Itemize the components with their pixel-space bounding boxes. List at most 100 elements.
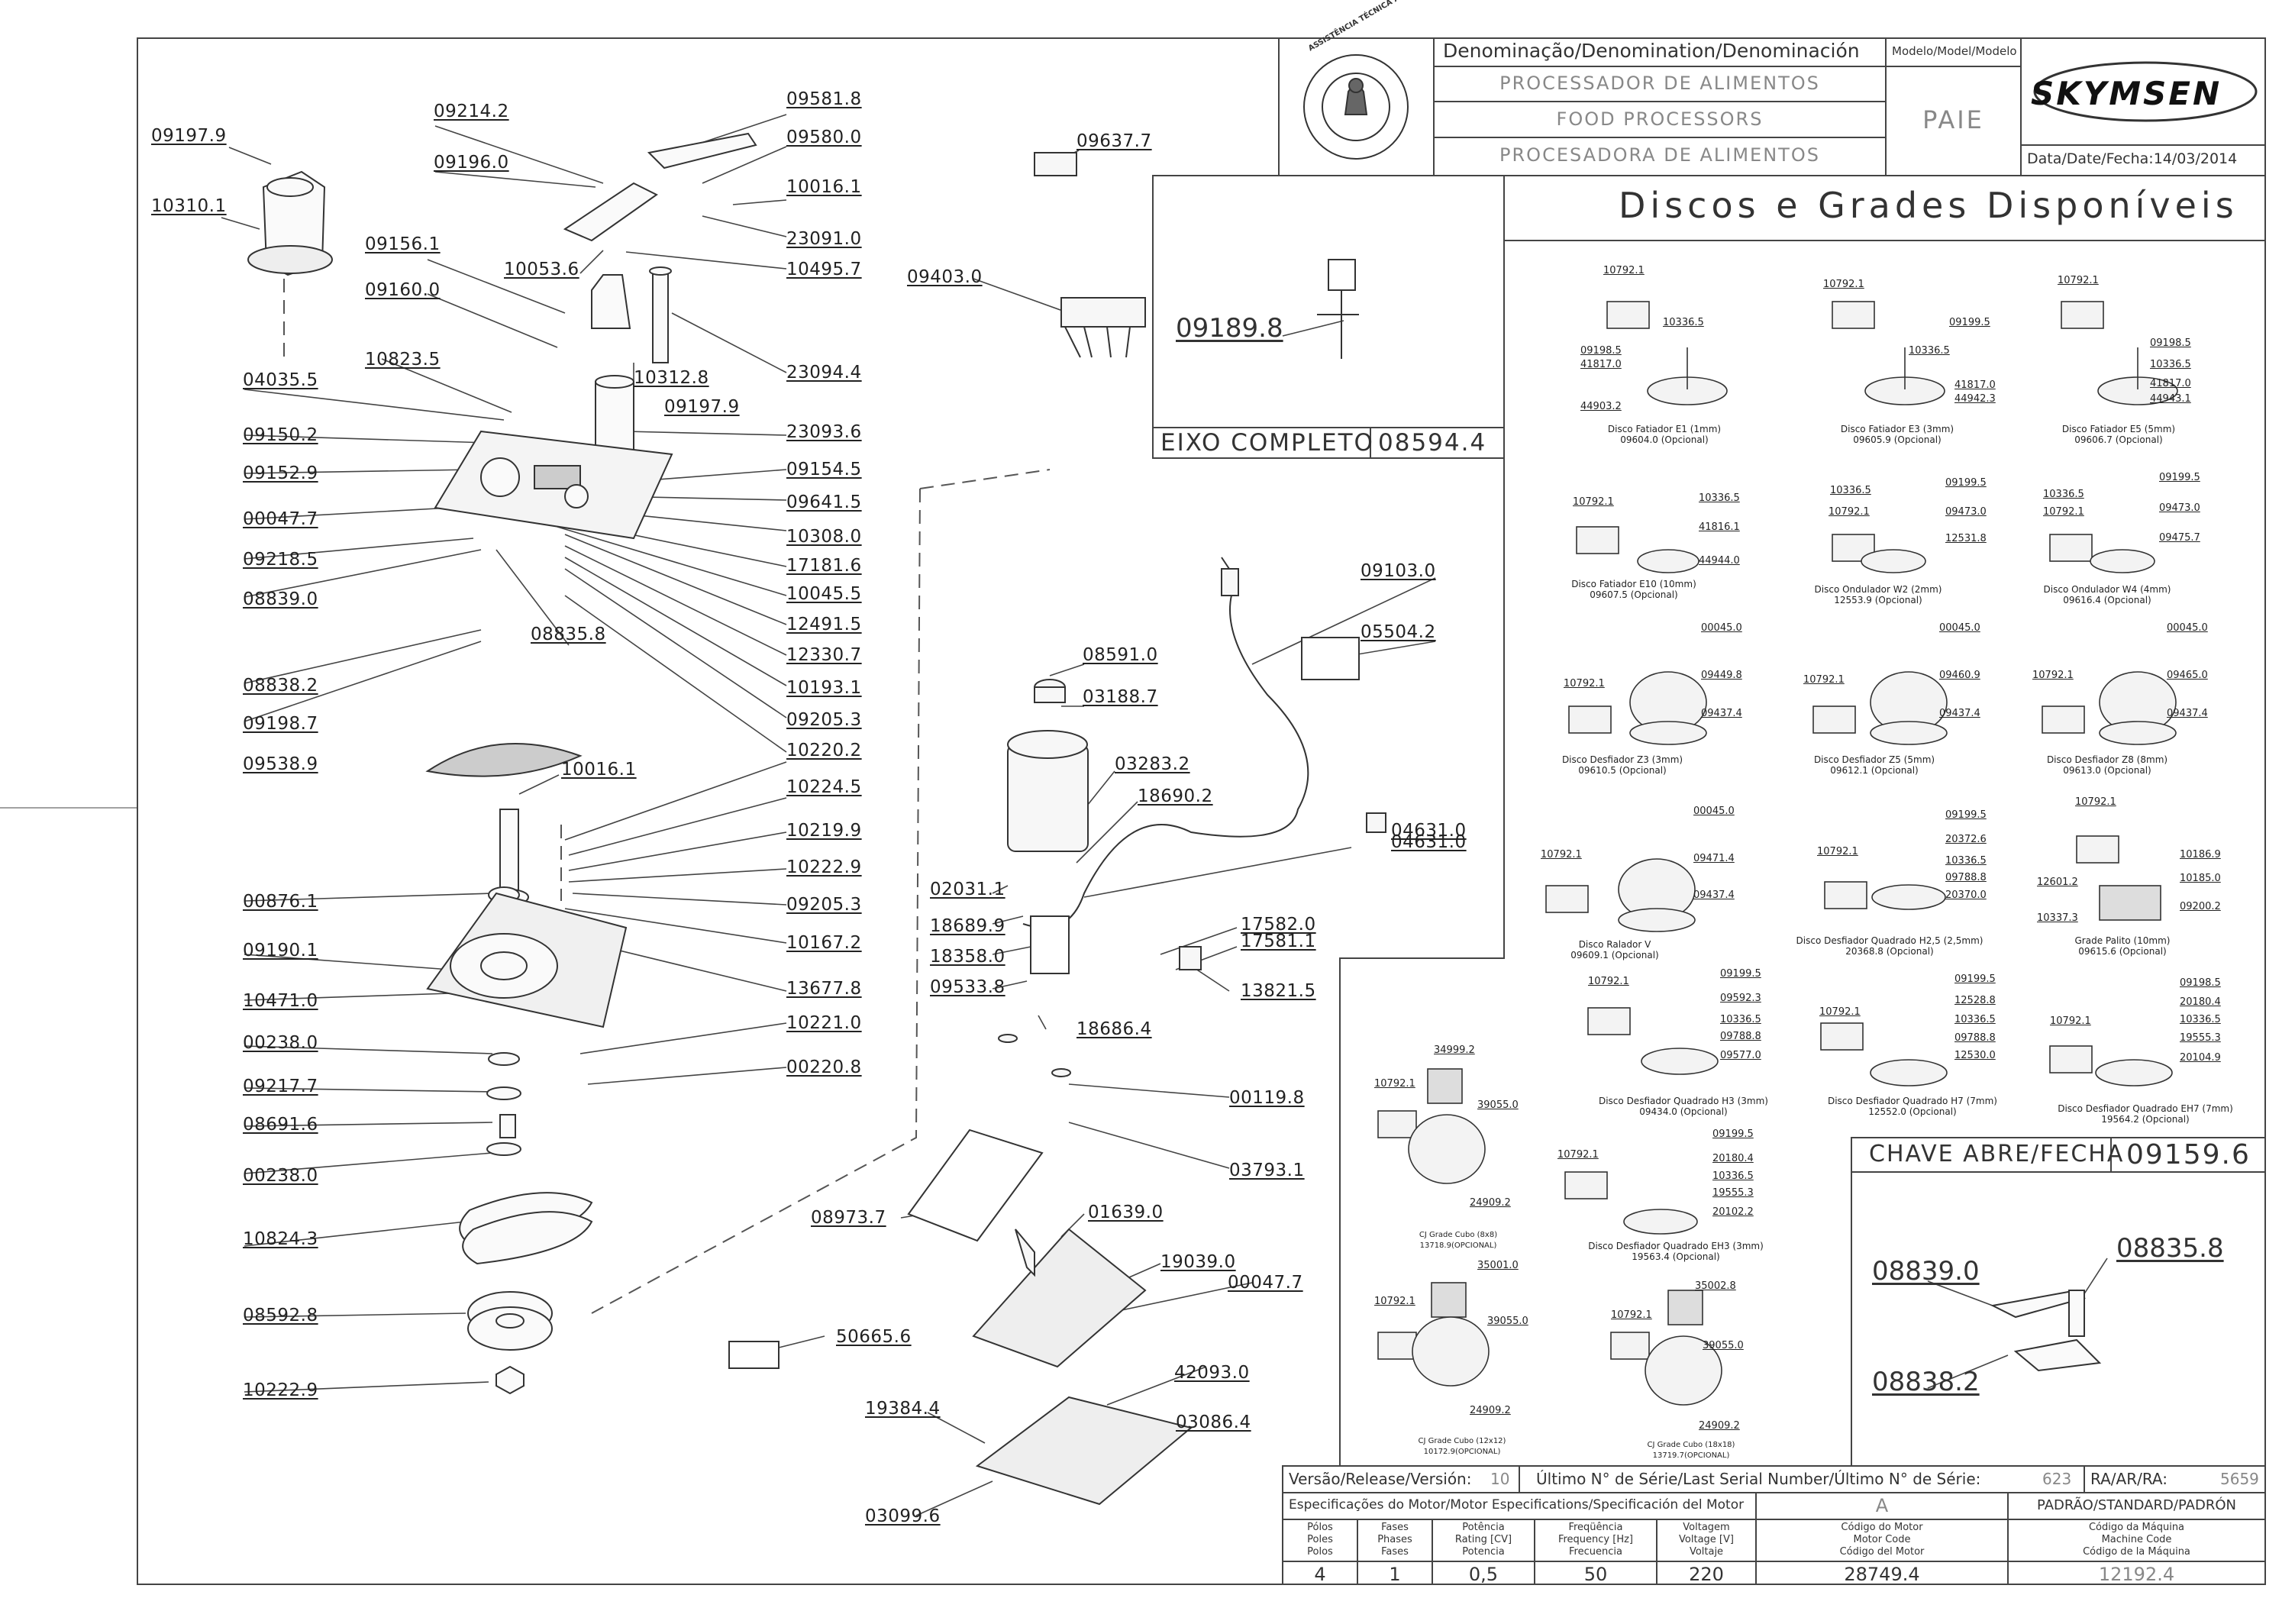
part-label: 08691.6 (243, 1115, 318, 1135)
motor-col-header: Pólos (1307, 1522, 1333, 1533)
part-label: 23093.6 (786, 422, 862, 442)
part-label: 09214.2 (434, 102, 509, 121)
part-label: 09205.3 (786, 710, 862, 730)
disc-code: 09607.5 (Opcional) (1590, 589, 1678, 600)
part-label: 04631.0 (1391, 832, 1467, 852)
disc-part-label: 09199.5 (2159, 472, 2200, 483)
part-label: 10221.0 (786, 1013, 862, 1033)
part-label: 08973.7 (811, 1208, 886, 1228)
disc-part-label: 44903.2 (1580, 401, 1622, 412)
model-value: PAIE (1922, 105, 1984, 134)
part-label: 09403.0 (907, 267, 983, 287)
discs-title: Discos e Grades Disponíveis (1619, 185, 2239, 226)
disc-part-label: 10792.1 (1374, 1296, 1415, 1307)
disc-part-label: 10792.1 (2058, 275, 2099, 286)
disc-part-label: 09465.0 (2167, 670, 2208, 681)
disc-code: 09613.0 (Opcional) (2063, 765, 2151, 776)
name-es: PROCESADORA DE ALIMENTOS (1499, 144, 1820, 166)
motor-col-header: Fases (1381, 1546, 1409, 1558)
disc-part-label: 10337.3 (2037, 912, 2078, 924)
part-label: 09205.3 (786, 895, 862, 915)
disc-part-label: 10336.5 (1945, 855, 1987, 867)
part-label: 10312.8 (634, 368, 709, 388)
disc-part-label: 09473.0 (1945, 506, 1987, 518)
disc-part-label: 39055.0 (1477, 1099, 1519, 1111)
part-label: 23094.4 (786, 363, 862, 383)
disc-part-label: 10792.1 (1817, 846, 1858, 857)
disc-part-label: 09198.5 (2180, 977, 2221, 989)
version-label: Versão/Release/Versión: (1289, 1470, 1472, 1488)
disc-code: 09612.1 (Opcional) (1830, 765, 1919, 776)
disc-drawings (1377, 301, 2178, 1406)
part-label: 03099.6 (865, 1506, 941, 1526)
disc-part-label: 09788.8 (1720, 1031, 1761, 1042)
part-label: 09581.8 (786, 89, 862, 109)
serial-label: Último N° de Série/Last Serial Number/Úl… (1536, 1470, 1981, 1488)
part-label: 10471.0 (243, 991, 318, 1011)
part-label: 09198.7 (243, 714, 318, 734)
part-label: 00220.8 (786, 1057, 862, 1077)
disc-part-label: 10336.5 (1954, 1014, 1996, 1025)
disc-part-label: 10336.5 (2180, 1014, 2221, 1025)
disc-part-label: 10792.1 (1374, 1078, 1415, 1090)
part-label: 19384.4 (865, 1399, 941, 1419)
motor-col-value: 28749.4 (1844, 1564, 1920, 1585)
motor-col-header: Motor Code (1853, 1534, 1911, 1545)
disc-part-label: 20370.0 (1945, 889, 1987, 901)
motor-col-header: Potencia (1462, 1546, 1505, 1558)
part-label: 08592.8 (243, 1306, 318, 1325)
name-en: FOOD PROCESSORS (1556, 108, 1764, 130)
disc-part-label: 41817.0 (2150, 378, 2191, 389)
motor-col-header: Código da Máquina (2088, 1522, 2185, 1533)
motor-col-value: 220 (1689, 1564, 1724, 1585)
part-label: 03188.7 (1083, 687, 1158, 707)
disc-name: Disco Desfiador Z3 (3mm) (1561, 754, 1683, 765)
part-label: 09197.9 (664, 397, 740, 417)
disc-code: 12552.0 (Opcional) (1868, 1106, 1957, 1117)
disc-code: 09615.6 (Opcional) (2078, 946, 2167, 957)
disc-part-label: 09199.5 (1945, 809, 1987, 821)
disc-part-label: 10792.1 (1819, 1006, 1861, 1018)
part-label: 09533.8 (930, 977, 1005, 997)
part-label: 18358.0 (930, 947, 1005, 967)
disc-part-label: 41816.1 (1699, 521, 1740, 533)
part-label: 09160.0 (365, 280, 441, 300)
disc-part-label: 12601.2 (2037, 877, 2078, 888)
disc-name: CJ Grade Cubo (18x18) (1647, 1441, 1735, 1449)
part-label: 10222.9 (786, 857, 862, 877)
denomination-label: Denominação/Denomination/Denominación (1443, 40, 1860, 62)
motor-col-header: Frecuencia (1569, 1546, 1622, 1558)
skymsen-logo (2033, 61, 2258, 122)
disc-name: Disco Desfiador Quadrado H7 (7mm) (1827, 1096, 1997, 1106)
part-label: 10495.7 (786, 260, 862, 279)
part-label: 02031.1 (930, 880, 1005, 899)
disc-code: 10172.9(OPCIONAL) (1423, 1448, 1501, 1456)
part-label: 17181.6 (786, 556, 862, 576)
disc-name: Disco Ralador V (1578, 939, 1651, 950)
disc-code: 09616.4 (Opcional) (2063, 595, 2151, 605)
disc-code: 09434.0 (Opcional) (1639, 1106, 1728, 1117)
disc-part-label: 24909.2 (1470, 1405, 1511, 1416)
part-label: 09154.5 (786, 460, 862, 479)
disc-name: Disco Desfiador Quadrado EH7 (7mm) (2058, 1103, 2233, 1114)
motor-col-header: Fases (1381, 1522, 1409, 1533)
disc-part-label: 09437.4 (2167, 708, 2208, 719)
disc-part-label: 10336.5 (1663, 317, 1704, 328)
disc-name: Disco Desfiador Z5 (5mm) (1813, 754, 1935, 765)
part-label: 09580.0 (786, 128, 862, 147)
disc-part-label: 35001.0 (1477, 1260, 1519, 1271)
part-label: 10193.1 (786, 678, 862, 698)
disc-part-label: 10792.1 (2032, 670, 2074, 681)
disc-part-label: 09199.5 (1945, 477, 1987, 489)
part-label: 08838.2 (243, 676, 318, 696)
disc-part-label: 20104.9 (2180, 1052, 2221, 1064)
disc-code: 19564.2 (Opcional) (2101, 1114, 2190, 1125)
disc-part-label: 00045.0 (1701, 622, 1742, 634)
disc-name: Disco Fatiador E5 (5mm) (2061, 424, 2176, 434)
part-label: 10308.0 (786, 527, 862, 547)
disc-part-label: 35002.8 (1695, 1280, 1736, 1292)
part-label: 09150.2 (243, 425, 318, 445)
motor-col-header: Código del Motor (1839, 1546, 1925, 1558)
part-label: 08591.0 (1083, 645, 1158, 665)
chave-label: CHAVE ABRE/FECHA (1869, 1141, 2125, 1167)
